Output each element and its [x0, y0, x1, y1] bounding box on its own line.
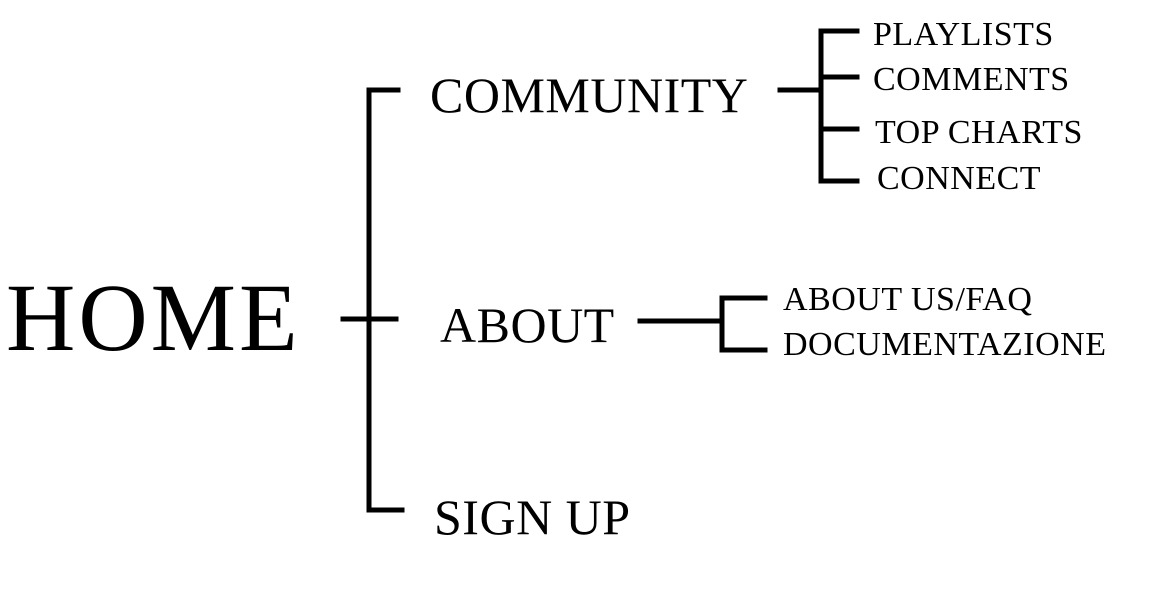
node-documentazione: DOCUMENTAZIONE: [783, 326, 1107, 363]
node-about: ABOUT: [440, 297, 615, 353]
node-community: COMMUNITY: [430, 67, 749, 123]
node-comments: COMMENTS: [873, 61, 1070, 98]
node-sign-up: SIGN UP: [434, 489, 631, 545]
node-connect: CONNECT: [877, 160, 1042, 197]
node-home: HOME: [6, 264, 301, 371]
node-top-charts: TOP CHARTS: [875, 114, 1083, 151]
node-playlists: PLAYLISTS: [873, 16, 1054, 53]
node-about-us-faq: ABOUT US/FAQ: [783, 281, 1033, 318]
